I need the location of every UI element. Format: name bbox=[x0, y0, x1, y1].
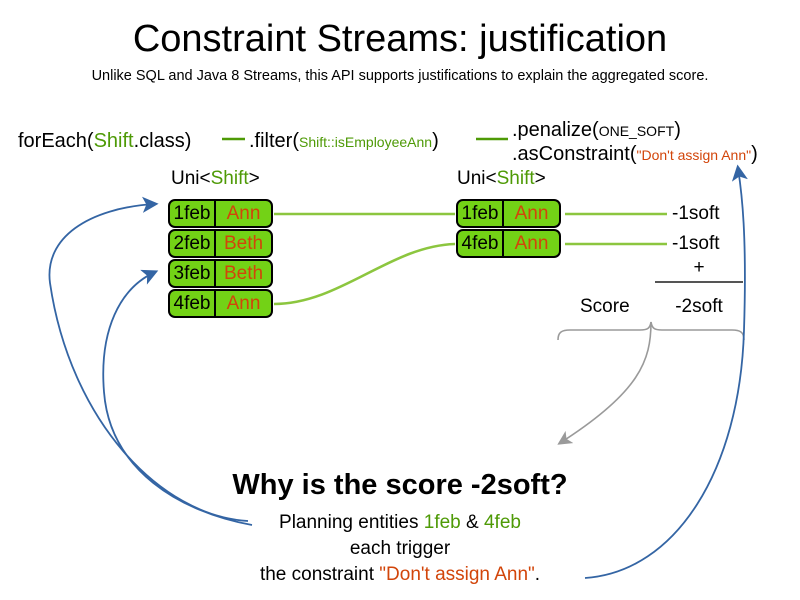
tuple-employee: Beth bbox=[216, 229, 273, 258]
sum-divider bbox=[655, 281, 743, 283]
code-foreach-type: Shift bbox=[93, 130, 134, 152]
score-label: Score bbox=[580, 296, 630, 317]
tuple-date: 1feb bbox=[456, 199, 504, 228]
uni-shift-label-right: Uni<Shift> bbox=[457, 168, 546, 190]
code-as-constraint: .asConstraint("Don't assign Ann") bbox=[512, 142, 758, 167]
code-filter-prefix: .filter( bbox=[249, 130, 299, 152]
page-subtitle: Unlike SQL and Java 8 Streams, this API … bbox=[91, 68, 709, 84]
uni-shift-label-left: Uni<Shift> bbox=[171, 168, 260, 190]
code-penalize-arg: ONE_SOFT bbox=[598, 123, 675, 139]
table-row[interactable]: 3feb Beth bbox=[168, 259, 273, 288]
explanation-entity-b: 4feb bbox=[483, 512, 521, 533]
code-penalize-prefix: .penalize( bbox=[512, 119, 599, 141]
explanation-line-1: Planning entities 1feb & 4feb bbox=[0, 511, 800, 534]
impact-value-1: -1soft bbox=[672, 203, 720, 224]
explanation-line-3-suffix: . bbox=[534, 564, 541, 585]
uni-right-prefix: Uni< bbox=[457, 168, 497, 189]
explanation-line-3-prefix: the constraint bbox=[259, 564, 380, 585]
uni-left-suffix: > bbox=[248, 168, 260, 189]
impact-value-2: -1soft bbox=[672, 233, 720, 254]
table-row[interactable]: 4feb Ann bbox=[168, 289, 273, 318]
explanation-line-2: each trigger bbox=[349, 538, 451, 559]
score-brace bbox=[557, 321, 745, 341]
code-filter-arg: Shift::isEmployeeAnn bbox=[299, 134, 433, 150]
uni-right-suffix: > bbox=[534, 168, 546, 189]
explanation-entity-a: 1feb bbox=[423, 512, 461, 533]
tuple-date: 3feb bbox=[168, 259, 216, 288]
tuple-employee: Ann bbox=[504, 229, 561, 258]
tuple-date: 1feb bbox=[168, 199, 216, 228]
table-row[interactable]: 1feb Ann bbox=[168, 199, 273, 228]
tuple-employee: Beth bbox=[216, 259, 273, 288]
table-row[interactable]: 1feb Ann bbox=[456, 199, 561, 228]
code-as-constraint-arg: "Don't assign Ann" bbox=[636, 147, 752, 163]
tuple-employee: Ann bbox=[504, 199, 561, 228]
code-penalize-suffix: ) bbox=[674, 119, 681, 141]
wire-4feb bbox=[273, 242, 456, 306]
uni-left-type: Shift bbox=[210, 168, 249, 189]
tuple-stack-right: 1feb Ann 4feb Ann bbox=[456, 199, 561, 259]
explanation-amp: & bbox=[460, 512, 484, 533]
uni-right-type: Shift bbox=[496, 168, 535, 189]
code-penalize: .penalize(ONE_SOFT) bbox=[512, 118, 681, 143]
tuple-date: 2feb bbox=[168, 229, 216, 258]
table-row[interactable]: 4feb Ann bbox=[456, 229, 561, 258]
code-as-constraint-suffix: ) bbox=[751, 143, 758, 165]
page-title: Constraint Streams: justification bbox=[132, 18, 668, 60]
code-filter-suffix: ) bbox=[432, 130, 439, 152]
tuple-date: 4feb bbox=[456, 229, 504, 258]
explanation-heading: Why is the score -2soft? bbox=[232, 469, 568, 501]
explanation-line-1-prefix: Planning entities bbox=[279, 512, 424, 533]
tuple-stack-left: 1feb Ann 2feb Beth 3feb Beth 4feb Ann bbox=[168, 199, 273, 319]
tuple-employee: Ann bbox=[216, 199, 273, 228]
table-row[interactable]: 2feb Beth bbox=[168, 229, 273, 258]
tuple-employee: Ann bbox=[216, 289, 273, 318]
sum-plus-sign: + bbox=[693, 257, 705, 278]
code-foreach: forEach(Shift.class) bbox=[18, 129, 191, 153]
tuple-date: 4feb bbox=[168, 289, 216, 318]
code-as-constraint-prefix: .asConstraint( bbox=[512, 143, 637, 165]
arrow-score-to-question bbox=[557, 321, 652, 445]
code-foreach-suffix: .class) bbox=[133, 130, 192, 152]
explanation-line-3: the constraint "Don't assign Ann". bbox=[0, 563, 800, 586]
explanation-constraint-name: "Don't assign Ann" bbox=[379, 564, 535, 585]
uni-left-prefix: Uni< bbox=[171, 168, 211, 189]
code-filter: .filter(Shift::isEmployeeAnn) bbox=[249, 129, 439, 154]
code-foreach-prefix: forEach( bbox=[18, 130, 94, 152]
score-total: -2soft bbox=[675, 296, 723, 317]
